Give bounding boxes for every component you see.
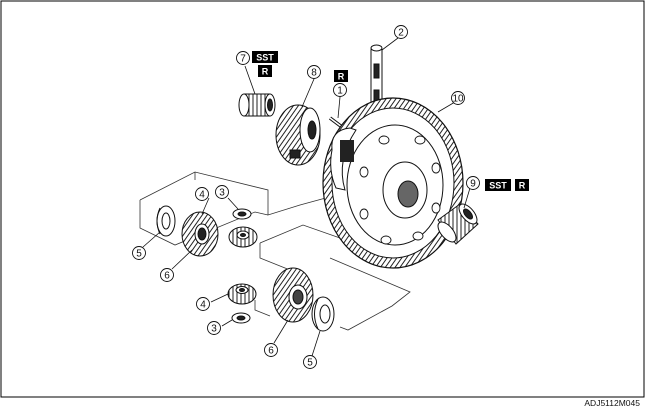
callout-3-lower: 3 xyxy=(207,321,221,335)
pinion-gear-lower xyxy=(227,283,257,305)
svg-text:6: 6 xyxy=(268,346,274,357)
svg-text:3: 3 xyxy=(219,188,225,199)
callout-4-lower: 4 xyxy=(196,297,210,311)
callout-10: 10 xyxy=(451,91,465,105)
drawing-code: ADJ5112M045 xyxy=(584,398,640,408)
replace-badge-7: R xyxy=(258,65,272,77)
bearing-lower xyxy=(437,203,479,245)
callout-6-upper: 6 xyxy=(160,268,174,282)
svg-text:10: 10 xyxy=(452,94,464,105)
svg-text:SST: SST xyxy=(489,181,507,191)
svg-text:4: 4 xyxy=(199,190,205,201)
svg-text:R: R xyxy=(338,72,345,82)
svg-text:2: 2 xyxy=(398,28,404,39)
bearing-upper xyxy=(238,93,276,117)
callout-2: 2 xyxy=(394,25,408,39)
side-gear-lower xyxy=(272,267,314,323)
side-gear-upper xyxy=(181,211,219,257)
diagram-border xyxy=(0,0,645,398)
pinion-gear-upper xyxy=(228,226,258,248)
assembly-outline-upper xyxy=(139,171,334,246)
svg-text:R: R xyxy=(262,67,269,77)
svg-text:6: 6 xyxy=(164,271,170,282)
thrust-washer-lower xyxy=(311,296,335,332)
thrust-washer-upper xyxy=(156,205,176,237)
leader-lines xyxy=(142,37,471,357)
svg-text:R: R xyxy=(519,181,526,191)
svg-text:5: 5 xyxy=(136,249,142,260)
sst-badge-9: SST xyxy=(485,179,511,191)
callout-3-upper: 3 xyxy=(215,185,229,199)
callout-1: 1 xyxy=(333,83,347,97)
callout-4-upper: 4 xyxy=(195,187,209,201)
callout-8: 8 xyxy=(307,65,321,79)
svg-text:1: 1 xyxy=(337,86,343,97)
sst-badge-7: SST xyxy=(252,51,278,63)
ring-gear xyxy=(322,97,464,269)
washer-upper xyxy=(232,208,252,220)
replace-badge-9: R xyxy=(515,179,529,191)
callout-5-upper: 5 xyxy=(132,246,146,260)
callout-7: 7 xyxy=(236,51,250,65)
svg-text:5: 5 xyxy=(307,358,313,369)
svg-text:7: 7 xyxy=(240,54,246,65)
svg-text:9: 9 xyxy=(470,179,476,190)
drive-gear xyxy=(275,104,321,166)
svg-text:4: 4 xyxy=(200,300,206,311)
svg-text:8: 8 xyxy=(311,68,317,79)
washer-lower xyxy=(231,312,251,324)
svg-text:3: 3 xyxy=(211,324,217,335)
callout-9: 9 xyxy=(466,176,480,190)
replace-badge-1: R xyxy=(334,70,348,82)
callout-5-lower: 5 xyxy=(303,355,317,369)
svg-text:SST: SST xyxy=(256,53,274,63)
callout-6-lower: 6 xyxy=(264,343,278,357)
